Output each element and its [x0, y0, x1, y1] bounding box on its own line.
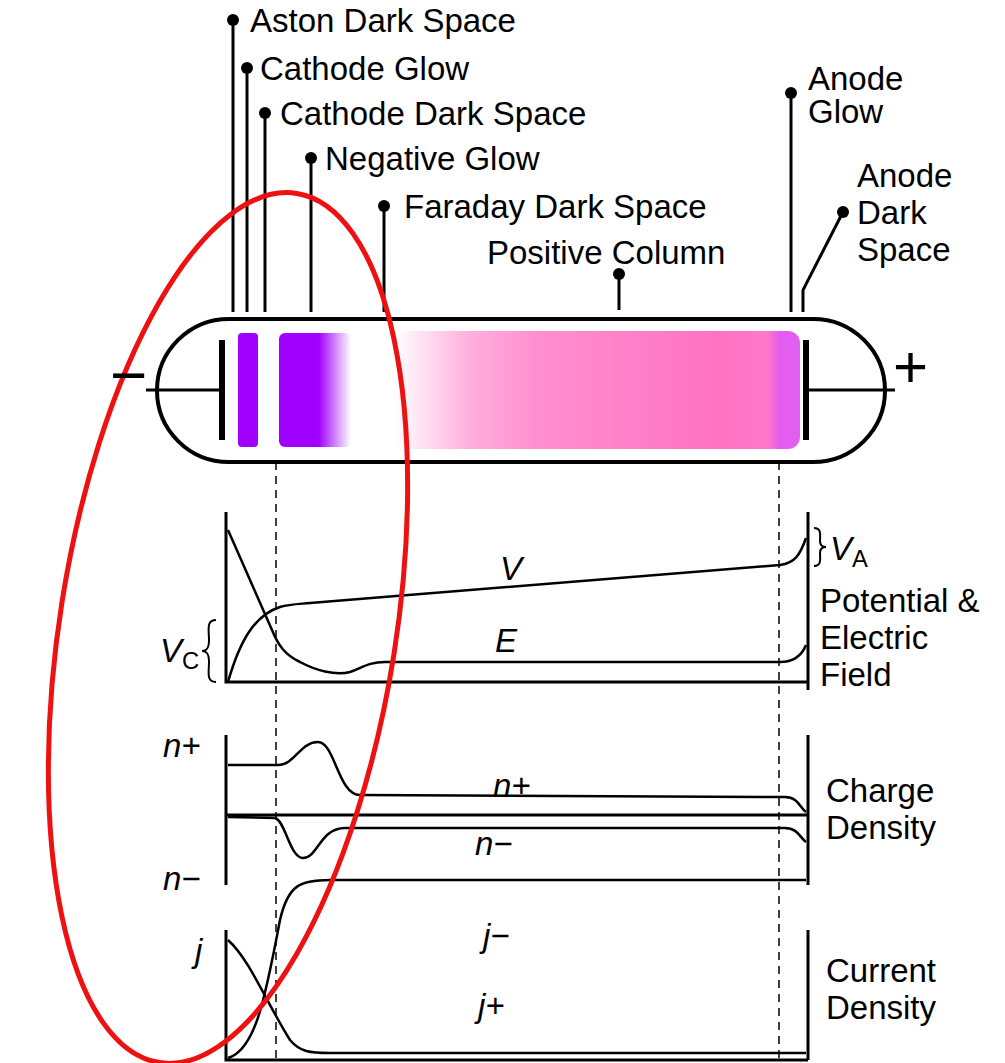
- region-name: Positive Column: [487, 234, 725, 271]
- region-name: Cathode Dark Space: [280, 95, 586, 132]
- cathode-plate: [219, 340, 225, 440]
- polarity-sign: +: [893, 332, 928, 402]
- curve-label: n−: [475, 825, 513, 862]
- leader-lines: [233, 20, 843, 312]
- cathode-glow-band: [238, 333, 258, 447]
- leader-dots: [227, 14, 849, 280]
- anode-plate: [803, 340, 809, 440]
- voltage-label: VC: [160, 632, 199, 679]
- va-bracket: [814, 528, 826, 566]
- axis-label: j: [195, 932, 202, 969]
- region-name: Aston Dark Space: [250, 2, 516, 39]
- region-name: Cathode Glow: [260, 50, 469, 87]
- vc-bracket: [202, 620, 216, 682]
- highlight-ellipse: [0, 167, 463, 1063]
- polarity-sign: −: [110, 340, 147, 410]
- positive-column-band: [395, 331, 800, 449]
- panel-title: Potential & Electric Field: [820, 582, 995, 693]
- panel-title: Charge Density: [826, 772, 951, 846]
- axis-label: n+: [163, 727, 201, 764]
- curve-label: E: [495, 622, 517, 659]
- region-name: Anode Glow: [808, 62, 918, 128]
- anode-wire: [806, 389, 895, 392]
- negative-glow-band: [279, 333, 351, 447]
- region-name: Anode Dark Space: [857, 157, 967, 268]
- region-name: Faraday Dark Space: [404, 188, 707, 225]
- voltage-label: VA: [830, 530, 868, 577]
- panel-title: Current Density: [826, 952, 951, 1026]
- axis-label: n−: [163, 860, 201, 897]
- curve-label: j+: [478, 987, 505, 1024]
- plot-curves: [228, 530, 806, 1058]
- curve-label: V: [500, 550, 522, 587]
- plot-axes: [226, 512, 808, 1060]
- region-name: Negative Glow: [325, 140, 540, 177]
- glass-tube: [157, 319, 885, 462]
- curve-label: n+: [493, 767, 531, 804]
- dashed-guides: [276, 462, 779, 1060]
- curve-label: j−: [483, 917, 510, 954]
